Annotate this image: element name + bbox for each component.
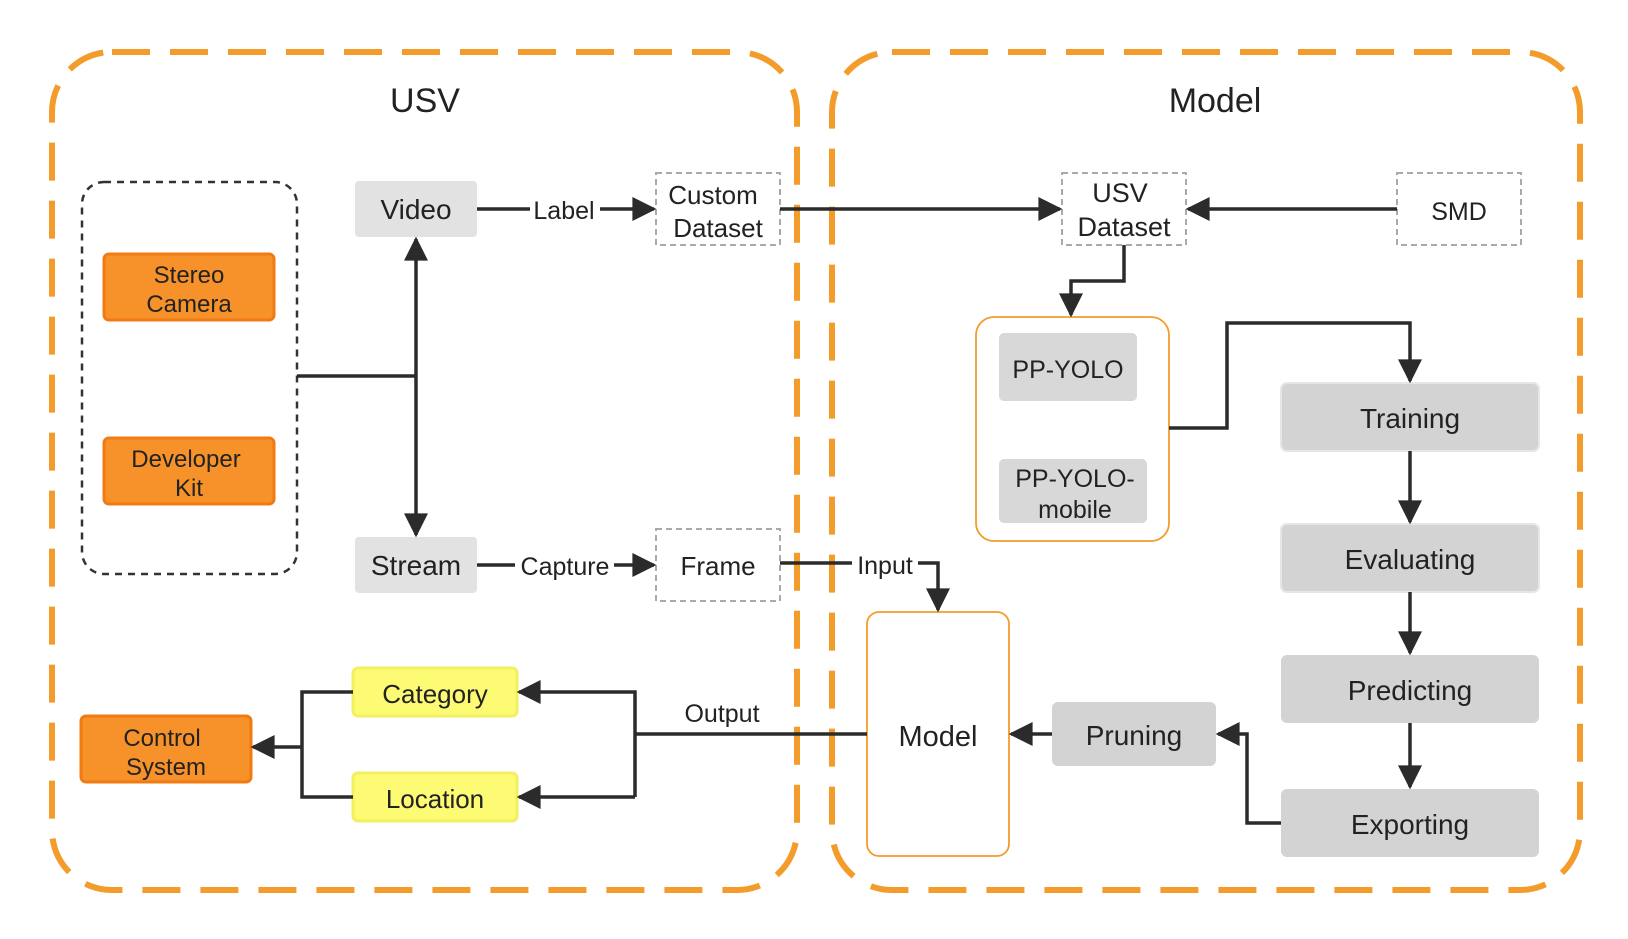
smd-node: SMD [1396,172,1522,246]
pruning-label: Pruning [1086,720,1183,751]
evaluating-label: Evaluating [1345,544,1476,575]
hardware-group [80,180,299,576]
usv-panel [49,49,800,893]
stereo-camera-label-line1: Stereo [154,262,225,289]
stereo-camera-node: Stereo Camera [102,252,276,322]
usv-dataset-label-line2: Dataset [1077,212,1171,242]
location-node: Location [351,771,519,823]
pp-yolo-node: PP-YOLO [999,333,1137,401]
frame-label: Frame [680,551,755,581]
custom-dataset-node: Custom Dataset [655,172,781,246]
edge-label-capture: Capture [521,553,610,581]
exporting-label: Exporting [1351,809,1469,840]
category-node: Category [351,666,519,718]
exporting-node: Exporting [1281,789,1539,857]
frame-to-model-arrow [918,561,950,613]
custom-dataset-label-line2: Dataset [673,213,763,243]
training-node: Training [1280,382,1540,452]
video-label: Video [380,194,451,225]
training-label: Training [1360,403,1460,434]
control-system-label-line2: System [126,754,206,781]
video-node: Video [355,181,477,237]
predicting-node: Predicting [1281,655,1539,723]
custom-dataset-label-line1: Custom [668,180,758,210]
stream-node: Stream [355,537,477,593]
edge-label-output: Output [684,700,759,728]
developer-kit-label-line1: Developer [131,446,240,473]
stereo-camera-label-line2: Camera [146,291,232,318]
pp-yolo-mobile-node: PP-YOLO- mobile [999,459,1147,524]
edge-label-input: Input [857,552,913,580]
category-label: Category [382,679,488,709]
developer-kit-node: Developer Kit [102,436,276,506]
control-system-label-line1: Control [123,725,200,752]
pp-yolo-mobile-label-line2: mobile [1038,496,1112,524]
model-label: Model [899,721,978,753]
usv-dataset-label-line1: USV [1092,178,1148,208]
model-node: Model [866,611,1010,857]
output-to-category-arrow [516,680,637,797]
pruning-node: Pruning [1052,702,1216,766]
frame-node: Frame [655,528,781,602]
developer-kit-label-line2: Kit [175,475,203,502]
exporting-to-pruning-arrow [1215,722,1281,825]
pp-yolo-label: PP-YOLO [1012,356,1123,384]
pp-yolo-mobile-label-line1: PP-YOLO- [1015,465,1134,493]
model-group-to-training-arrow [1169,321,1422,430]
model-panel-title: Model [1169,82,1262,120]
usv-dataset-to-model-group-arrow [1059,245,1126,318]
usv-dataset-node: USV Dataset [1061,172,1187,246]
usv-panel-title: USV [390,82,460,120]
location-label: Location [386,784,484,814]
edge-label-label: Label [533,197,594,225]
stream-label: Stream [371,550,461,581]
control-system-node: Control System [79,714,253,784]
evaluating-node: Evaluating [1280,523,1540,593]
model-panel [829,49,1583,893]
predicting-label: Predicting [1348,675,1473,706]
smd-label: SMD [1431,198,1487,226]
category-location-merge-line [300,690,353,799]
